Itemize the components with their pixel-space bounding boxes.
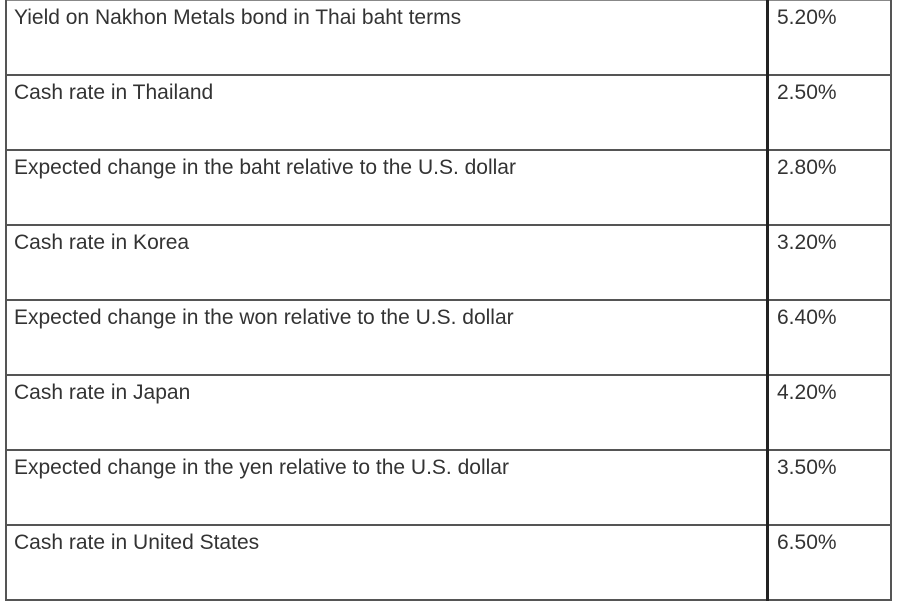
table-row: Yield on Nakhon Metals bond in Thai baht… <box>5 0 892 76</box>
row-value: 2.80% <box>766 149 892 226</box>
table-row: Cash rate in Thailand 2.50% <box>5 74 892 151</box>
table-row: Expected change in the yen relative to t… <box>5 449 892 526</box>
row-value: 2.50% <box>766 74 892 151</box>
row-label: Expected change in the yen relative to t… <box>5 449 769 526</box>
row-value: 4.20% <box>766 374 892 451</box>
table-row: Cash rate in United States 6.50% <box>5 524 892 601</box>
table-row: Expected change in the baht relative to … <box>5 149 892 226</box>
rates-table: Yield on Nakhon Metals bond in Thai baht… <box>5 0 892 601</box>
row-value: 5.20% <box>766 0 892 76</box>
row-label: Cash rate in United States <box>5 524 769 601</box>
row-label: Cash rate in Korea <box>5 224 769 301</box>
row-value: 3.50% <box>766 449 892 526</box>
row-label: Expected change in the won relative to t… <box>5 299 769 376</box>
row-label: Cash rate in Japan <box>5 374 769 451</box>
table-row: Expected change in the won relative to t… <box>5 299 892 376</box>
row-value: 6.50% <box>766 524 892 601</box>
row-value: 6.40% <box>766 299 892 376</box>
table-row: Cash rate in Japan 4.20% <box>5 374 892 451</box>
table-row: Cash rate in Korea 3.20% <box>5 224 892 301</box>
row-label: Yield on Nakhon Metals bond in Thai baht… <box>5 0 769 76</box>
row-label: Cash rate in Thailand <box>5 74 769 151</box>
row-label: Expected change in the baht relative to … <box>5 149 769 226</box>
row-value: 3.20% <box>766 224 892 301</box>
